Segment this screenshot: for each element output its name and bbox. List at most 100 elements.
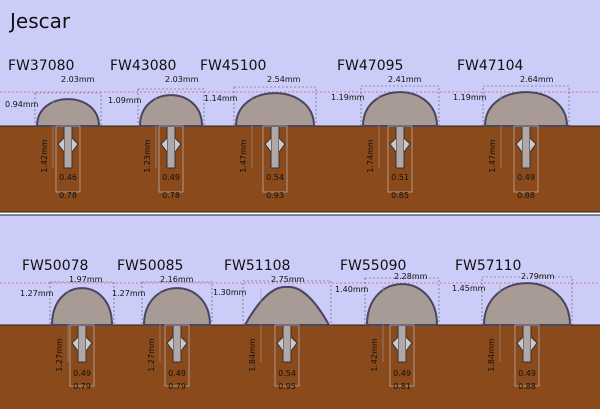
fret-tang [395,125,405,169]
fret-tang [521,125,531,169]
fret-crown [361,91,439,127]
tang-height-label: 1.27mm [55,338,64,372]
tang-width-label: 0.49 [393,369,411,378]
tang-height-label: 1.47mm [488,139,497,173]
tang-width-label: 0.49 [73,369,91,378]
fret-model-label: FW47095 [337,58,403,74]
tang-barb-right [403,137,411,153]
crown-height-label: 1.14mm [204,94,238,103]
tang-barb-left [276,336,284,352]
fret-tang [522,324,532,363]
tang-barb-left [71,336,79,352]
tang-barb-right [71,137,79,153]
fret-crown [234,92,316,127]
tang-dimension-box [158,125,184,193]
crown-height-label: 1.45mm [452,284,486,293]
tang-width-label: 0.46 [59,173,77,182]
tang-barb-left [160,137,168,153]
tang-width-label: 0.51 [391,173,409,182]
fret-tang [166,125,176,169]
fret-model-label: FW55090 [340,258,406,274]
tang-width-label: 0.54 [266,173,284,182]
fret-crown [50,287,114,326]
tang-barb-right [405,336,413,352]
crown-height-label: 1.27mm [20,289,54,298]
barb-width-label: 0.81 [393,382,411,391]
tang-barb-right [180,336,188,352]
fret-model-label: FW50085 [117,258,183,274]
barb-width-label: 0.78 [162,191,180,200]
crown-width-label: 2.03mm [61,75,95,84]
barb-width-label: 0.88 [518,382,536,391]
tang-height-label: 1.42mm [370,338,379,372]
tang-dimension-box [55,125,81,193]
barb-width-label: 0.93 [266,191,284,200]
fret-model-label: FW47104 [457,58,524,74]
crown-width-label: 2.54mm [267,75,301,84]
tang-dimension-box [69,324,95,387]
tang-height-label: 1.74mm [366,139,375,173]
fret-row-2: FW500781.97mm1.27mm1.27mm0.490.79FW50085… [0,258,600,391]
tang-dimension-box [513,125,539,193]
crown-dimension-box [49,281,115,326]
fret-tang [63,125,73,169]
tang-barb-left [516,336,524,352]
fret-model-label: FW45100 [200,58,266,74]
tang-width-label: 0.49 [517,173,535,182]
crown-width-label: 2.64mm [520,75,554,84]
fret-tang [270,125,280,169]
tang-barb-right [174,137,182,153]
tang-barb-left [264,137,272,153]
tang-barb-right [85,336,93,352]
tang-width-label: 0.54 [278,369,296,378]
tang-dimension-box [164,324,190,387]
crown-height-label: 1.30mm [213,288,247,297]
fret-crown [35,98,101,127]
barb-width-label: 0.88 [517,191,535,200]
barb-width-label: 0.95 [278,382,296,391]
crown-width-label: 2.16mm [160,275,194,284]
crown-height-label: 1.19mm [331,93,365,102]
fret-tang [282,324,292,363]
tang-barb-left [515,137,523,153]
crown-width-label: 2.75mm [271,275,305,284]
barb-width-label: 0.79 [73,382,91,391]
divider-band [0,212,600,215]
tang-barb-left [389,137,397,153]
crown-width-label: 2.28mm [394,272,428,281]
fret-tang [172,324,182,363]
crown-dimension-box [481,276,573,326]
fretboard-bottom [0,325,600,409]
crown-height-label: 1.27mm [112,289,146,298]
crown-width-label: 2.41mm [388,75,422,84]
fret-crown [142,287,212,326]
tang-dimension-box [262,125,288,193]
crown-height-label: 1.40mm [335,285,369,294]
tang-dimension-box [514,324,540,387]
crown-width-label: 2.79mm [521,272,555,281]
barb-width-label: 0.85 [391,191,409,200]
fret-model-label: FW50078 [22,258,88,274]
tang-height-label: 1.23mm [143,139,152,173]
tang-width-label: 0.49 [162,173,180,182]
crown-height-label: 0.94mm [5,100,39,109]
fret-crown [138,94,204,127]
crown-height-label: 1.19mm [453,93,487,102]
brand-title: Jescar [10,9,71,33]
fret-row-1: FW370802.03mm0.94mm1.42mm0.460.78FW43080… [0,58,600,200]
fret-model-label: FW43080 [110,58,176,74]
fretboard-top [0,126,600,212]
tang-barb-left [391,336,399,352]
fret-crown [365,283,439,326]
